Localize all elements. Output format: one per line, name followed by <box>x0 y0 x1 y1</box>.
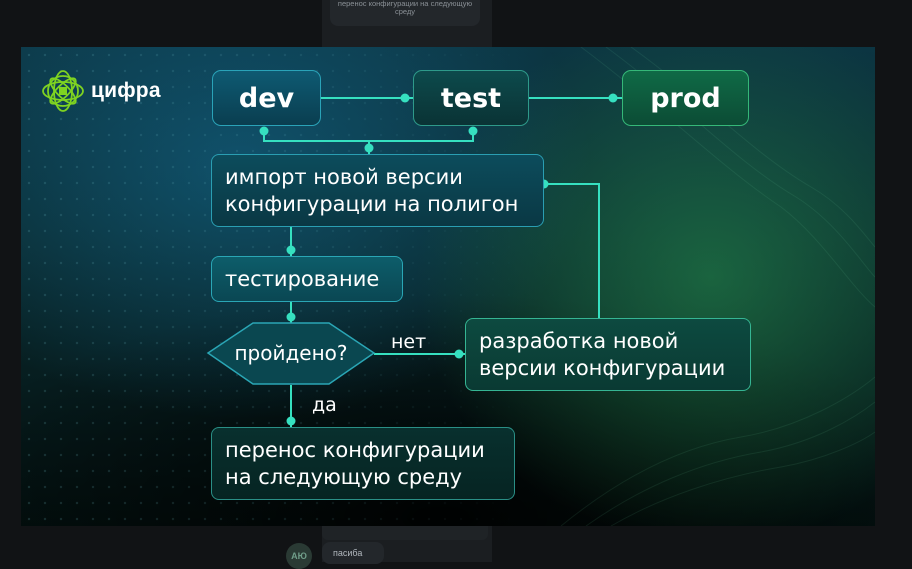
env-test-box: test <box>413 70 529 126</box>
chat-panel-footer <box>322 526 488 540</box>
step-develop-label: разработка новой версии конфигурации <box>479 328 726 380</box>
step-develop-box: разработка новой версии конфигурации <box>465 318 751 391</box>
avatar[interactable]: АЮ <box>286 543 312 569</box>
logo-icon <box>42 70 84 112</box>
env-prod-box: prod <box>622 70 749 126</box>
edge-label-no: нет <box>391 331 427 353</box>
step-import-box: импорт новой версии конфигурации на поли… <box>211 154 544 227</box>
chat-message-text: пасиба <box>333 548 363 558</box>
edge-label-yes: да <box>312 394 337 416</box>
logo: цифра <box>41 69 161 113</box>
env-dev-box: dev <box>212 70 321 126</box>
step-import-label: импорт новой версии конфигурации на поли… <box>225 164 519 216</box>
step-transfer-box: перенос конфигурации на следующую среду <box>211 427 515 500</box>
step-testing-label: тестирование <box>225 266 380 291</box>
chat-message-text: перенос конфигурации на следующую среду <box>337 0 473 16</box>
presentation-slide: цифра dev test prod импорт новой версии … <box>21 47 875 526</box>
chat-message-bubble <box>330 0 480 26</box>
step-testing-box: тестирование <box>211 256 403 302</box>
decision-label: пройдено? <box>234 341 348 365</box>
chat-message-bubble <box>322 542 384 564</box>
flow-connectors <box>206 47 875 526</box>
step-transfer-label: перенос конфигурации на следующую среду <box>225 437 485 489</box>
decision-diamond <box>206 322 376 385</box>
logo-text: цифра <box>91 79 161 102</box>
